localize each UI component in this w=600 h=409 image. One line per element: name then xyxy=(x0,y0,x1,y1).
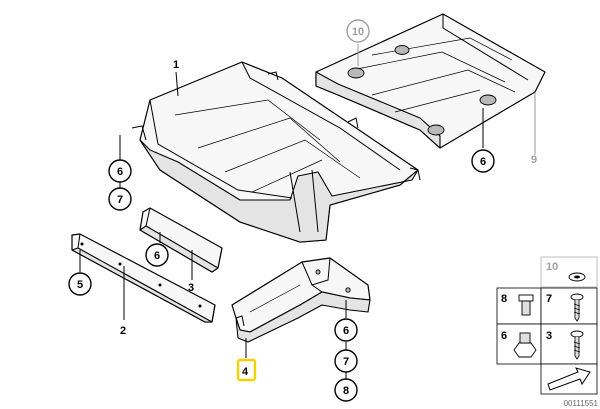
svg-text:7: 7 xyxy=(343,356,349,368)
part-1-main-shield[interactable] xyxy=(131,61,421,243)
callout-6-lower[interactable]: 6 xyxy=(334,318,358,342)
part-9-rear-shield[interactable] xyxy=(315,13,546,149)
nut-icon xyxy=(513,332,537,358)
part-label-1: 1 xyxy=(173,59,179,71)
svg-text:10: 10 xyxy=(352,26,364,38)
svg-text:6: 6 xyxy=(117,166,123,178)
direction-arrow-icon xyxy=(547,367,591,391)
mount-hole xyxy=(347,67,365,79)
grid-cell-10[interactable] xyxy=(540,256,598,288)
callout-6-left[interactable]: 6 xyxy=(108,159,132,183)
svg-text:6: 6 xyxy=(480,156,486,168)
callout-7-lower[interactable]: 7 xyxy=(334,349,358,373)
part-label-4[interactable]: 4 xyxy=(242,366,249,378)
part-label-3: 3 xyxy=(188,282,194,294)
mount-hole xyxy=(479,94,497,106)
svg-text:8: 8 xyxy=(343,385,349,397)
grid-cell-3[interactable] xyxy=(540,323,598,365)
part-2-rail[interactable] xyxy=(71,233,216,323)
svg-text:7: 7 xyxy=(546,293,552,305)
callout-8-lower[interactable]: 8 xyxy=(334,378,358,402)
screw-icon xyxy=(570,293,584,322)
part-label-9: 9 xyxy=(531,154,537,166)
highlight-box xyxy=(236,358,257,382)
bolt-icon xyxy=(570,330,584,360)
svg-text:6: 6 xyxy=(501,330,507,342)
callout-6-right[interactable]: 6 xyxy=(471,149,495,173)
callout-7-left[interactable]: 7 xyxy=(108,187,132,211)
svg-text:6: 6 xyxy=(343,325,349,337)
callout-5[interactable]: 5 xyxy=(68,272,92,296)
grid-cell-7[interactable] xyxy=(540,287,598,325)
svg-text:7: 7 xyxy=(117,194,123,206)
fastener-grid: 10 8 7 6 3 xyxy=(496,256,598,395)
diagram-id: 00111551 xyxy=(564,399,599,408)
svg-text:8: 8 xyxy=(501,293,507,305)
mount-hole xyxy=(394,45,410,55)
svg-text:6: 6 xyxy=(154,250,160,262)
mount-hole xyxy=(427,124,445,136)
part-4-lower-bracket[interactable] xyxy=(231,257,371,343)
svg-text:10: 10 xyxy=(546,261,558,273)
rivet-nut-icon xyxy=(518,294,534,316)
svg-text:5: 5 xyxy=(77,279,83,291)
part-label-2: 2 xyxy=(120,325,126,337)
callout-10[interactable]: 10 xyxy=(346,19,370,43)
callout-6-bracket[interactable]: 6 xyxy=(145,243,169,267)
svg-text:3: 3 xyxy=(546,330,552,342)
